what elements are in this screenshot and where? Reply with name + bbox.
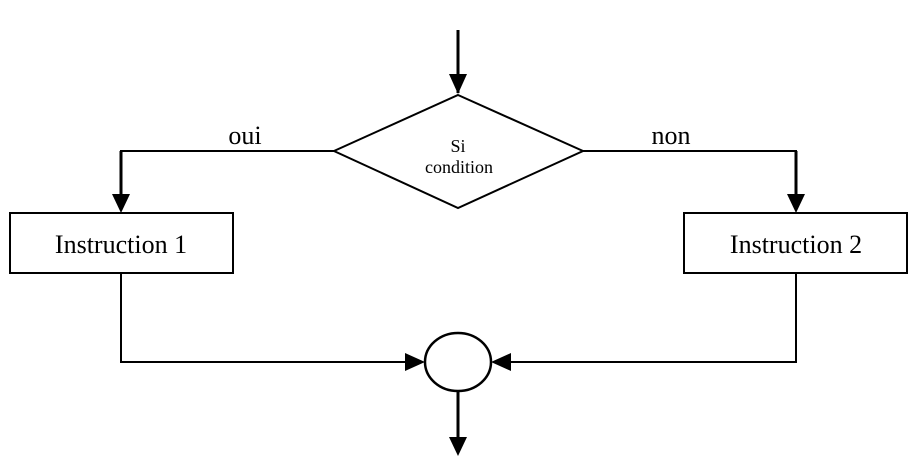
- decision-diamond: [331, 93, 586, 210]
- no-label: non: [652, 121, 691, 150]
- merge-line-left: [120, 273, 410, 363]
- merge-connector: [423, 331, 493, 393]
- merge-line-right: [505, 273, 797, 363]
- decision-label-line2: condition: [425, 157, 493, 177]
- merge-arrowhead-right: [491, 353, 511, 371]
- entry-arrowhead: [449, 74, 467, 94]
- exit-arrowhead: [449, 437, 467, 456]
- decision-label-line1: Si: [450, 136, 465, 156]
- instruction1-box: [9, 212, 234, 274]
- yes-branch-line: [120, 150, 334, 200]
- yes-arrowhead: [112, 194, 130, 213]
- no-arrowhead: [787, 194, 805, 213]
- merge-arrowhead-left: [405, 353, 425, 371]
- instruction1-label: Instruction 1: [55, 230, 187, 259]
- yes-label: oui: [228, 121, 261, 150]
- no-branch-line: [583, 150, 797, 200]
- instruction2-label: Instruction 2: [730, 230, 862, 259]
